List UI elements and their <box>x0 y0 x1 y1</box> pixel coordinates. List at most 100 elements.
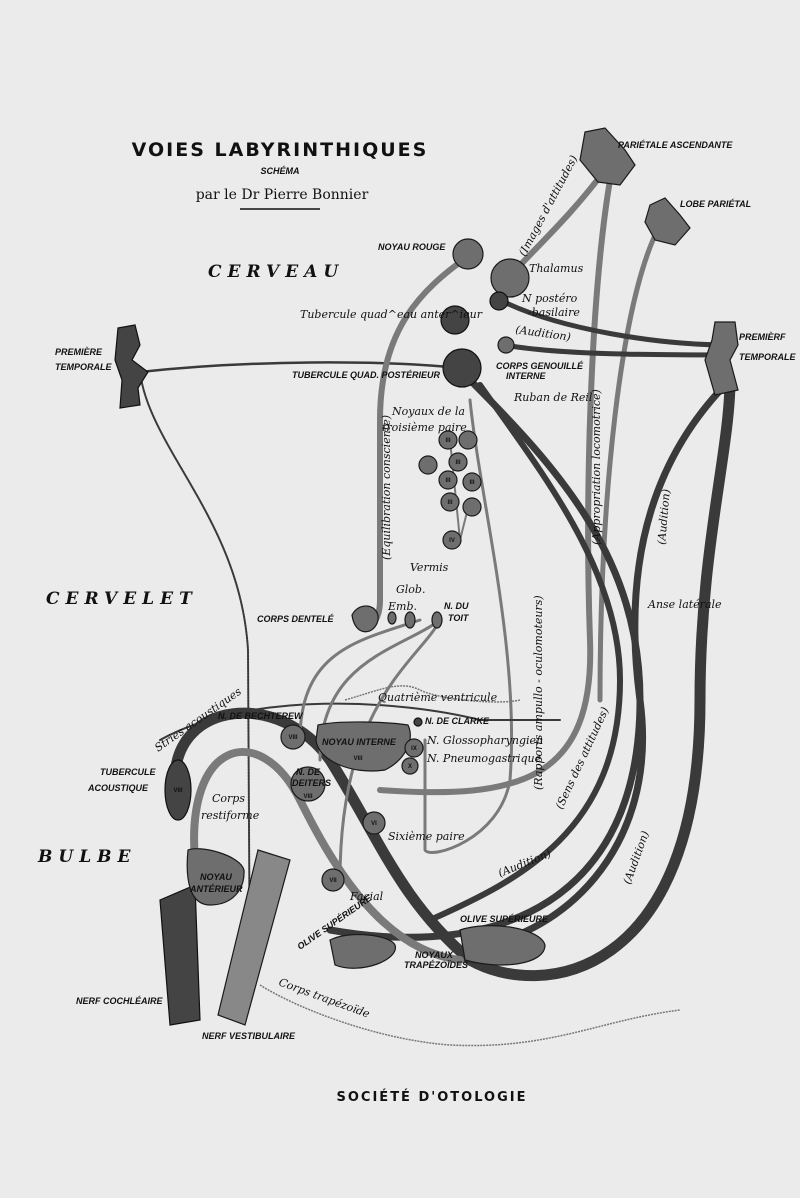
label-noyau-interne: NOYAU INTERNE <box>322 737 397 747</box>
label-corps-restiforme-1: Corps <box>212 792 245 805</box>
numeral-viii: VIII <box>288 735 297 741</box>
olive-superieure-left <box>329 934 396 969</box>
parietale-ascendante-shape <box>579 127 636 186</box>
label-appropriation: (Appropriation locomotrice) <box>590 389 603 545</box>
thalamus-nucleus <box>490 258 530 298</box>
label-corps-genouille-1: CORPS GENOUILLÉ <box>496 361 584 371</box>
label-olive-sup-right: OLIVE SUPÉRIEURE <box>460 914 549 924</box>
label-images-attitudes: (Images d'attitudes) <box>516 153 580 258</box>
tubercule-quad-anterieur-nucleus <box>440 305 470 335</box>
label-noyaux-troisieme-1: Noyaux de la <box>391 405 465 418</box>
pneumogastrique-nucleus <box>401 757 419 775</box>
label-sixieme-paire: Sixième paire <box>388 830 465 843</box>
corps-trapezoide-outline <box>259 984 681 1047</box>
label-audition-low1: (Audition) <box>496 847 553 880</box>
label-quatrieme-ventricule: Quatrième ventricule <box>378 691 498 704</box>
label-equilibration: (Equilibration consciente) <box>380 415 393 560</box>
tract-audition-thalamus <box>497 297 733 348</box>
tract-temporal-quad <box>138 361 462 374</box>
label-n-postero-1: N postéro <box>521 292 578 305</box>
n-bechterew-nucleus <box>280 724 306 750</box>
label-vermis: Vermis <box>410 561 449 574</box>
label-noyau-anterieur-2: ANTÉRIEUR <box>189 884 243 894</box>
label-premiere-right-2: TEMPORALE <box>739 352 796 362</box>
diagram-subtitle: SCHÉMA <box>260 166 299 176</box>
label-facial: Facial <box>349 890 384 903</box>
diagram-title: VOIES LABYRINTHIQUES <box>132 139 429 161</box>
premiere-temporale-right-shape <box>704 321 739 396</box>
numeral-iii: III <box>445 478 450 484</box>
nerf-cochleaire-shape <box>159 884 201 1026</box>
nerve-tracts <box>138 167 736 1047</box>
numeral-iii: III <box>455 460 460 466</box>
label-nerf-cochleaire: NERF COCHLÉAIRE <box>76 996 163 1006</box>
label-n-bechterew: N. DE BECHTEREW <box>218 711 304 721</box>
noyau-rouge-nucleus <box>452 238 484 270</box>
n-postero-basilaire-nucleus <box>489 291 509 311</box>
corps-dentele-nucleus <box>351 605 379 633</box>
noyau-interne-nucleus <box>315 721 411 772</box>
label-nerf-vestibulaire: NERF VESTIBULAIRE <box>202 1031 296 1041</box>
tubercule-acoustique-nucleus <box>164 759 192 821</box>
glob-nucleus <box>387 611 397 625</box>
label-n-deiters-1: N. DE <box>296 767 321 777</box>
label-noyau-anterieur-1: NOYAU <box>200 872 232 882</box>
tract-temporal-descending <box>139 371 251 1001</box>
facial-nucleus <box>321 868 345 892</box>
numeral-iv: IV <box>449 538 455 544</box>
label-corps-dentele: CORPS DENTELÉ <box>257 614 335 624</box>
label-n-du-toit-2: TOIT <box>448 613 470 623</box>
region-cerveau: CERVEAU <box>208 262 344 282</box>
tract-stries-acoustiques <box>169 374 736 982</box>
n-clarke-nucleus <box>413 717 423 727</box>
label-ruban-de-reil: Ruban de Reil <box>513 391 593 404</box>
label-tubercule-acoustique-1: TUBERCULE <box>100 767 156 777</box>
numeral-x: X <box>408 764 412 770</box>
sixieme-paire-nucleus <box>362 811 386 835</box>
label-tubercule-acoustique-2: ACOUSTIQUE <box>87 783 149 793</box>
region-cervelet: CERVELET <box>46 589 198 609</box>
label-thalamus: Thalamus <box>529 262 584 275</box>
label-noyaux-trapezoides-2: TRAPÉZOÏDES <box>404 960 468 970</box>
label-n-deiters-2: DEITERS <box>292 778 331 788</box>
label-noyaux-trapezoides-1: NOYAUX <box>415 950 454 960</box>
noyau-anterieur-nucleus <box>186 848 245 906</box>
tract-appropriation <box>377 177 613 796</box>
label-n-postero-2: -basilaire <box>528 306 580 319</box>
label-premiere-left-1: PREMIÈRE <box>55 347 103 357</box>
n-deiters-nucleus <box>290 766 326 802</box>
label-audition-top: (Audition) <box>515 323 572 344</box>
emb-nucleus <box>404 611 416 629</box>
lobe-parietal-shape <box>644 197 691 246</box>
label-tubercule-quad-posterieur: TUBERCULE QUAD. POSTÉRIEUR <box>292 370 441 380</box>
corps-genouille-nucleus <box>497 336 515 354</box>
fourth-ventricle-outline <box>344 685 521 703</box>
label-anse-laterale: Anse latérale <box>647 598 722 611</box>
label-corps-trapezoide: Corps trapézoïde <box>277 976 372 1021</box>
label-emb: Emb. <box>387 600 417 613</box>
diagram-author: par le Dr Pierre Bonnier <box>196 187 369 203</box>
numeral-viii: VIII <box>173 788 182 794</box>
label-audition-low2: (Audition) <box>621 829 652 886</box>
label-n-glosso: N. Glossopharyngien <box>426 734 543 747</box>
premiere-temporale-left-shape <box>114 324 149 409</box>
numeral-viii: VIII <box>303 794 312 800</box>
label-corps-genouille-2: INTERNE <box>506 371 546 381</box>
tract-vestibular-loop <box>190 748 464 964</box>
nerf-vestibulaire-shape <box>217 849 291 1026</box>
tubercule-quad-posterieur-nucleus <box>442 348 482 388</box>
glossopharyngien-nucleus <box>404 738 424 758</box>
label-n-pneumo: N. Pneumogastrique <box>426 752 542 765</box>
numeral-vii: VII <box>329 878 337 884</box>
fourth-pair-nucleus <box>442 530 462 550</box>
numeral-vi: VI <box>371 821 377 827</box>
label-n-clarke: N. DE CLARKE <box>425 716 490 726</box>
label-noyaux-troisieme-2: troisième paire <box>382 421 467 434</box>
numeral-iii: III <box>469 480 474 486</box>
tract-audition-genouille <box>502 342 733 358</box>
numeral-iii: III <box>447 500 452 506</box>
numeral-viii: VIII <box>353 756 362 762</box>
numeral-ix: IX <box>411 746 417 752</box>
label-premiere-left-2: TEMPORALE <box>55 362 112 372</box>
